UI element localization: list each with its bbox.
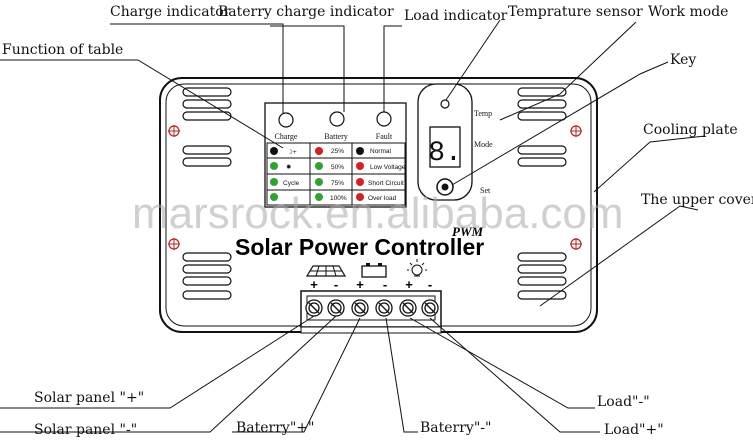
table-cell-25: 25% bbox=[331, 148, 344, 155]
sign-plus: + bbox=[310, 277, 318, 292]
cooling-slots-left bbox=[182, 87, 232, 300]
status-dot-icon bbox=[270, 178, 278, 186]
sign-minus: - bbox=[334, 277, 338, 292]
mode-label: Mode bbox=[474, 140, 493, 149]
sun-icon: ✹ bbox=[286, 163, 292, 171]
battery-led-label: Battery bbox=[324, 132, 348, 141]
status-dot-icon bbox=[315, 193, 323, 201]
sun-moon-icon: ☽+ bbox=[287, 148, 297, 156]
callout-solar-panel-minus: Solar panel "-" bbox=[34, 422, 137, 438]
solar-panel-icon bbox=[305, 265, 347, 277]
charge-led-label: Charge bbox=[275, 132, 298, 141]
charge-led-icon bbox=[278, 112, 294, 128]
indicator-panel: Charge Battery Fault ☽+ 25% Normal ✹ 50%… bbox=[264, 102, 407, 208]
table-cell-cycle: Cycle bbox=[283, 180, 300, 187]
sign-plus: + bbox=[356, 277, 364, 292]
fault-led-icon bbox=[376, 111, 392, 127]
battery-icon bbox=[361, 263, 387, 278]
pwm-label: PWM bbox=[452, 224, 484, 239]
callout-temperature-sensor: Temprature sensor bbox=[508, 4, 643, 20]
callout-key: Key bbox=[670, 52, 696, 68]
cooling-slots-right bbox=[517, 87, 567, 300]
terminal-symbols: + - + - + - bbox=[305, 259, 432, 292]
sign-minus: - bbox=[428, 277, 432, 292]
status-dot-icon bbox=[356, 178, 364, 186]
battery-led-icon bbox=[329, 111, 345, 127]
table-cell-normal: Normal bbox=[370, 148, 392, 155]
watermark: marsrock.en.alibaba.com bbox=[132, 189, 624, 238]
table-cell-100: 100% bbox=[330, 195, 347, 202]
callout-function-of-table: Function of table bbox=[2, 42, 123, 58]
callout-solar-panel-plus: Solar panel "+" bbox=[34, 390, 144, 406]
sign-minus: - bbox=[383, 277, 387, 292]
terminal-block bbox=[300, 290, 442, 334]
status-dot-icon bbox=[356, 162, 364, 170]
status-dot-icon bbox=[270, 193, 278, 201]
table-cell-low-voltage: Low Voltage bbox=[370, 164, 406, 171]
fault-led-label: Fault bbox=[376, 132, 393, 141]
mounting-hole-icon bbox=[168, 125, 582, 250]
product-title: Solar Power Controller bbox=[235, 234, 484, 260]
status-dot-icon bbox=[356, 193, 364, 201]
callout-battery-minus: Baterry"-" bbox=[420, 420, 491, 436]
temperature-sensor-icon bbox=[440, 99, 450, 109]
callout-upper-cover: The upper cover bbox=[641, 192, 753, 208]
status-dot-icon bbox=[356, 147, 364, 155]
set-label: Set bbox=[480, 186, 491, 195]
callout-work-mode: Work mode bbox=[648, 4, 728, 20]
status-dot-icon bbox=[270, 162, 278, 170]
table-cell-over-load: Over load bbox=[368, 195, 397, 202]
callout-load-plus: Load"+" bbox=[604, 422, 664, 438]
status-dot-icon bbox=[315, 178, 323, 186]
status-dot-icon bbox=[315, 162, 323, 170]
terminal-screws bbox=[305, 299, 439, 317]
callout-battery-charge-indicator: Baterry charge indicator bbox=[218, 4, 394, 20]
callout-lines bbox=[0, 19, 706, 433]
callout-battery-plus: Baterry"+" bbox=[236, 420, 314, 436]
status-dot-icon bbox=[270, 147, 278, 155]
function-table bbox=[266, 142, 406, 206]
seven-segment-display bbox=[429, 126, 461, 168]
table-cell-short-circuit: Short Circuit bbox=[368, 180, 404, 187]
status-dot-icon bbox=[315, 147, 323, 155]
callout-charge-indicator: Charge indicator bbox=[110, 4, 231, 20]
lamp-icon bbox=[407, 259, 427, 277]
temp-label: Temp bbox=[474, 109, 492, 118]
callout-load-indicator: Load indicator bbox=[404, 8, 508, 24]
table-cell-50: 50% bbox=[331, 164, 344, 171]
display-module: 8. Temp Mode Set bbox=[417, 83, 493, 201]
table-cell-75: 75% bbox=[331, 180, 344, 187]
callout-cooling-plate: Cooling plate bbox=[643, 122, 738, 138]
sign-plus: + bbox=[405, 277, 413, 292]
display-digit: 8. bbox=[428, 138, 462, 169]
callout-load-minus: Load"-" bbox=[597, 394, 650, 410]
